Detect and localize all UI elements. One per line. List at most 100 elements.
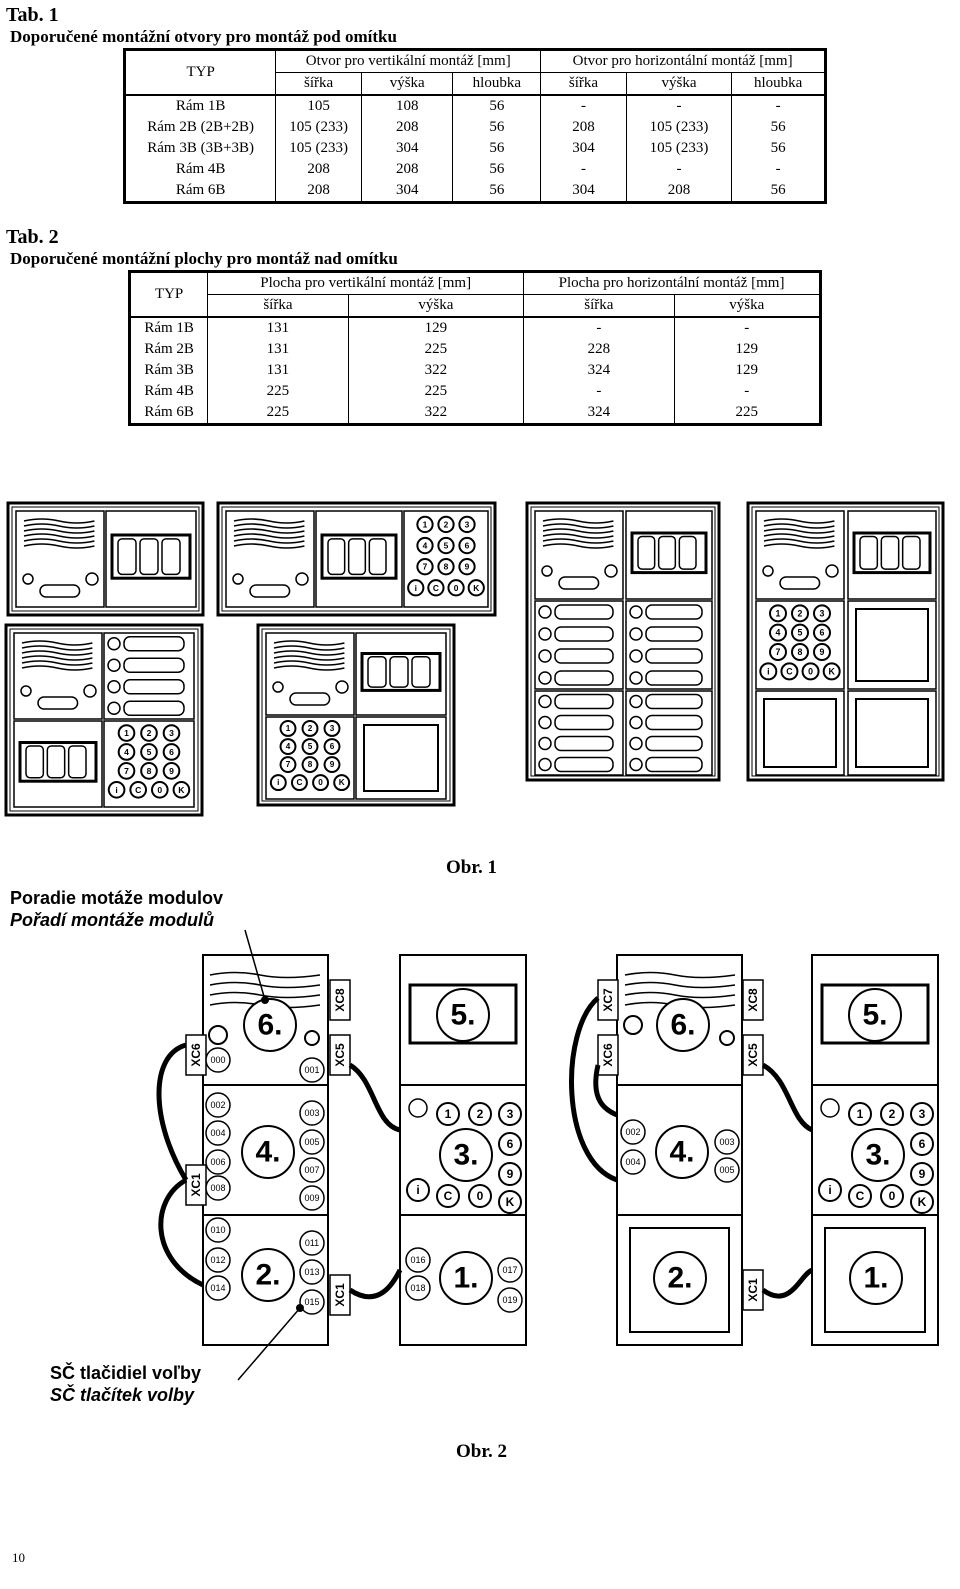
- speaker-grille: [233, 533, 305, 539]
- frame-inner: [261, 628, 451, 802]
- display-digit: [67, 745, 87, 779]
- pointer-line: [237, 1307, 301, 1381]
- row-type: Rám 2B (2B+2B): [123, 117, 277, 138]
- speaker-grille: [273, 665, 345, 671]
- key-label: 6: [465, 541, 470, 551]
- order-label-cz: Pořadí montáže modulů: [10, 910, 215, 930]
- call-button: [107, 701, 121, 715]
- subheader: šířka: [275, 72, 362, 96]
- led-icon: [304, 1030, 320, 1046]
- name-plate: [554, 670, 614, 686]
- cell-value: 129: [673, 360, 822, 381]
- call-button: [107, 680, 121, 694]
- speaker-grille: [233, 528, 305, 534]
- key-button: [780, 662, 799, 681]
- cell-value: 56: [452, 117, 542, 138]
- button-code: [405, 1275, 431, 1301]
- order-number: 3.: [453, 1139, 478, 1172]
- key-label: 9: [919, 1167, 926, 1181]
- connector: [329, 1274, 351, 1316]
- key-button: [140, 743, 158, 761]
- cell-value: 225: [673, 402, 822, 425]
- key-label: 1: [857, 1107, 864, 1121]
- key-label: i: [115, 785, 117, 795]
- order-circle: [439, 1251, 493, 1305]
- key-label: i: [416, 1183, 419, 1197]
- cell-value: 225: [347, 381, 525, 402]
- key-button: [437, 536, 455, 555]
- code-label: 017: [502, 1265, 517, 1275]
- speaker-grille: [624, 971, 736, 979]
- key-button: [769, 604, 787, 623]
- cable: [156, 1042, 189, 1182]
- button-code: [299, 1157, 325, 1183]
- button-code: [714, 1157, 740, 1183]
- call-button: [629, 715, 643, 730]
- order-number: 3.: [865, 1139, 890, 1172]
- key-label: 1: [445, 1107, 452, 1121]
- key-button: [323, 756, 341, 774]
- order-number: 1.: [863, 1262, 888, 1295]
- key-button: [117, 762, 136, 780]
- order-number: 5.: [450, 999, 475, 1032]
- key-button: [301, 738, 319, 755]
- key-label: 9: [507, 1167, 514, 1181]
- connector-label: XC1: [189, 1173, 203, 1197]
- cell-value: 208: [275, 159, 362, 180]
- call-button: [629, 605, 643, 619]
- order-number: 6.: [257, 1009, 282, 1042]
- speaker-grille: [21, 650, 93, 656]
- display-digit: [411, 656, 431, 688]
- key-label: 5: [444, 541, 449, 551]
- key-button: [416, 536, 434, 555]
- call-button: [538, 736, 552, 751]
- key-label: 2: [889, 1107, 896, 1121]
- connector-label: XC7: [601, 988, 615, 1012]
- cable: [348, 1268, 403, 1300]
- call-button: [538, 715, 552, 730]
- pointer-line: [244, 929, 266, 1001]
- key-label: 2: [308, 724, 313, 733]
- cell-value: -: [540, 159, 627, 180]
- order-number: 2.: [255, 1259, 280, 1292]
- button-code: [714, 1129, 740, 1155]
- button-code: [205, 1149, 231, 1175]
- key-label: C: [296, 778, 302, 787]
- code-label: 003: [719, 1137, 734, 1147]
- speaker-grille: [209, 971, 321, 979]
- subheader: výška: [360, 72, 454, 96]
- connector-label: XC6: [189, 1043, 203, 1067]
- name-plate: [554, 756, 614, 773]
- key-label: 3: [919, 1107, 926, 1121]
- button-code: [299, 1289, 325, 1315]
- display-digit: [389, 656, 409, 688]
- cell-value: 105 (233): [625, 117, 733, 138]
- button-code: [405, 1247, 431, 1273]
- speaker-grille: [763, 518, 835, 524]
- key-label: 7: [776, 647, 781, 657]
- speaker-grille: [542, 538, 614, 544]
- connector: [329, 1034, 351, 1076]
- call-button: [629, 671, 643, 685]
- speaker-grille: [23, 533, 95, 539]
- led-icon: [83, 684, 97, 698]
- cell-value: -: [540, 95, 627, 117]
- header-vertical: Otvor pro vertikální montáž [mm]: [275, 49, 542, 73]
- key-label: 8: [308, 760, 313, 769]
- key-label: 7: [423, 562, 428, 572]
- key-label: 0: [157, 785, 162, 795]
- row-type: Rám 6B: [128, 402, 209, 425]
- key-button: [269, 774, 287, 792]
- name-plate: [645, 693, 703, 710]
- cell-value: 208: [540, 117, 627, 138]
- key-button: [801, 662, 820, 681]
- speaker-grille: [763, 543, 835, 549]
- key-label: 0: [889, 1189, 896, 1203]
- key-label: 6: [330, 742, 335, 751]
- name-plate: [123, 636, 185, 652]
- key-button: [162, 762, 181, 780]
- speaker-grille: [273, 660, 345, 666]
- led-icon: [820, 1098, 840, 1118]
